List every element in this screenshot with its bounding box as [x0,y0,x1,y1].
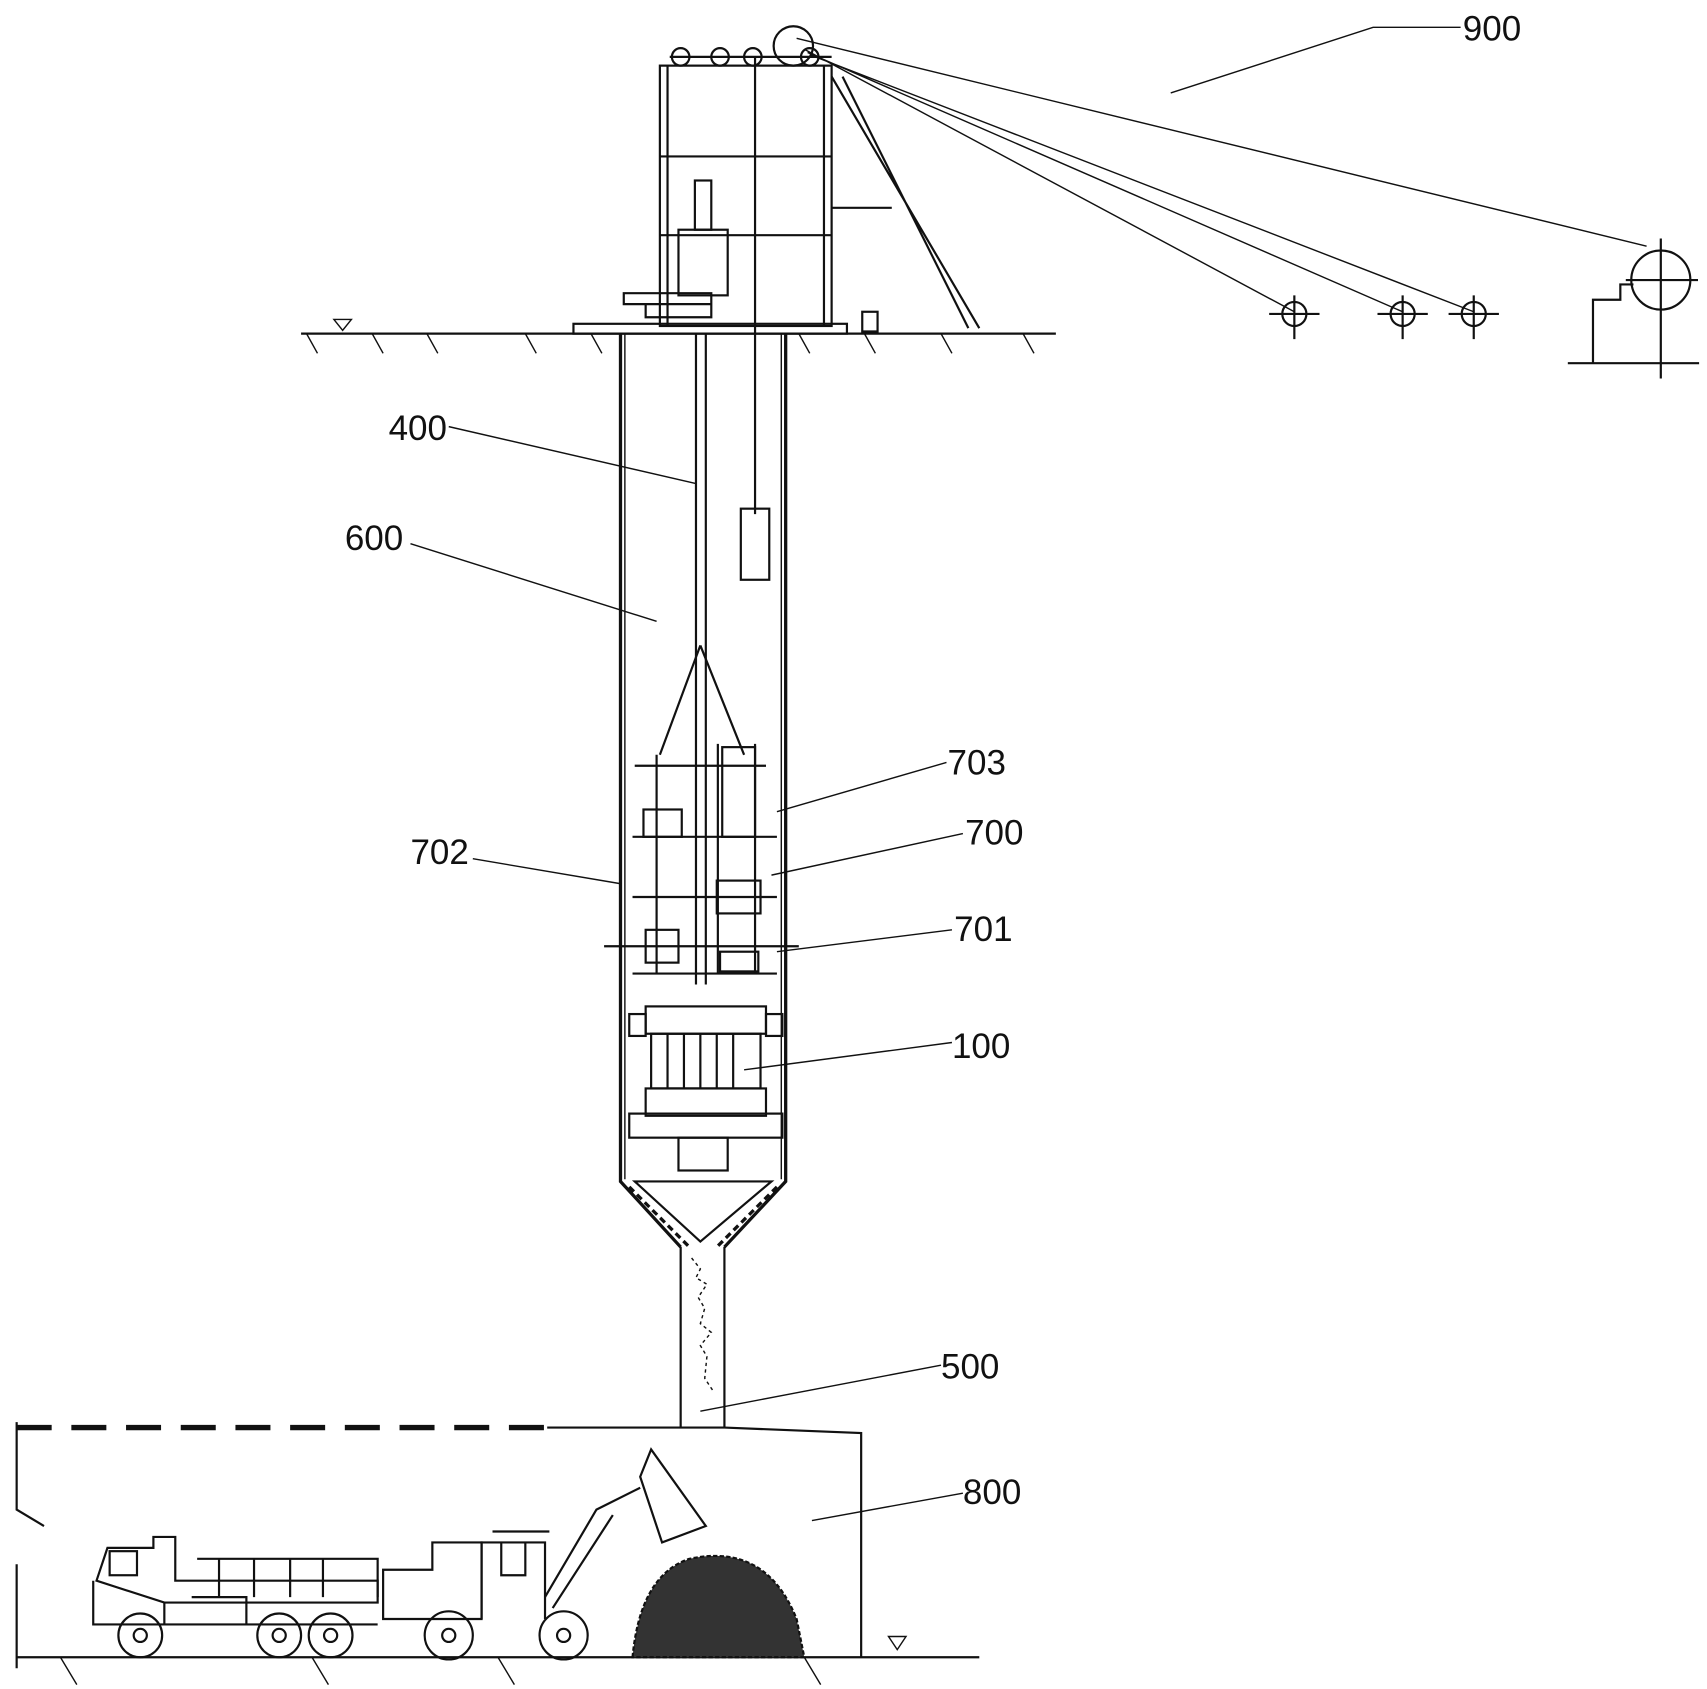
muck-chute [681,1247,725,1427]
label-700: 700 [965,814,1023,853]
sheave-icon [1449,295,1499,339]
ground-surface [301,319,1056,353]
ground-level-marker-icon [334,319,352,330]
winch-icon [1568,238,1699,378]
label-100: 100 [952,1027,1010,1066]
leader-lines [410,27,1460,1520]
sheave-icon [1377,295,1427,339]
label-702: 702 [410,833,468,872]
label-900: 900 [1463,9,1521,48]
label-701: 701 [954,910,1012,949]
headframe [624,26,980,331]
working-platform [604,744,799,974]
label-800: 800 [963,1473,1021,1512]
muck-pile [633,1556,805,1657]
dump-truck [93,1537,377,1657]
tunnel-level-marker-icon [889,1636,907,1649]
winch-cables [797,38,1699,378]
label-600: 600 [345,519,403,558]
label-703: 703 [948,743,1006,782]
bucket [741,509,769,580]
label-500: 500 [941,1347,999,1386]
reference-labels: 900 400 600 703 700 702 701 100 500 800 [345,9,1521,1512]
label-400: 400 [389,409,447,448]
tunnel [17,1422,980,1685]
